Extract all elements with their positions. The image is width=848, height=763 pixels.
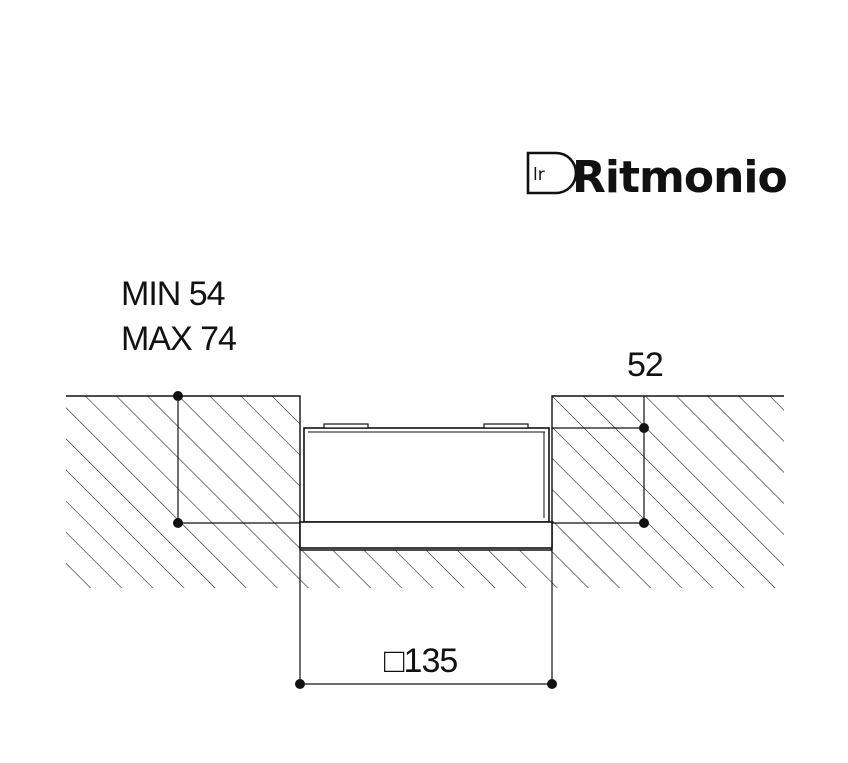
right-depth-label: 52 (627, 346, 663, 384)
width-dimension: □135 (295, 550, 557, 689)
ceiling-right-block (552, 396, 784, 588)
dimension-dot (295, 679, 305, 689)
logo-mark-text: lr (533, 165, 545, 185)
fixture-clip-left (323, 423, 369, 429)
left-depth-dimension: MIN 54 MAX 74 (121, 275, 300, 528)
dimension-dot (639, 518, 649, 528)
fixture-body (299, 423, 553, 549)
dimension-dot (547, 679, 557, 689)
dimension-dot (639, 423, 649, 433)
ritmonio-logo-icon: lr (526, 151, 578, 195)
depth-min-label: MIN 54 (121, 275, 225, 313)
brand-name: Ritmonio (572, 152, 787, 203)
dimension-dot (173, 391, 183, 401)
ceiling-middle-strip (300, 550, 552, 588)
width-label: □135 (384, 642, 457, 680)
ceiling-left-block (66, 396, 300, 588)
depth-max-label: MAX 74 (121, 320, 236, 358)
right-depth-dimension: 52 (552, 346, 664, 528)
dimension-dot (173, 518, 183, 528)
brand-logo: lr Ritmonio (526, 151, 788, 203)
ceiling-outline (66, 395, 784, 551)
fixture-flange (299, 521, 553, 549)
fixture-clip-right (483, 423, 529, 429)
